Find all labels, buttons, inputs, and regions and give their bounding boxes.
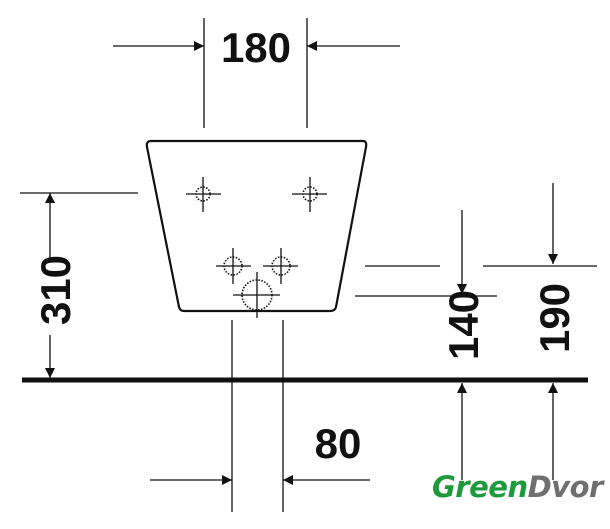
dimension-80: 80 [315, 420, 362, 467]
mounting-hole [186, 177, 221, 212]
supply-hole [216, 248, 251, 284]
logo-green: Green [432, 470, 528, 504]
bidet-outline [145, 139, 368, 313]
supply-hole [263, 248, 298, 284]
dimension-140: 140 [440, 290, 487, 360]
greendvor-logo: GreenDvor [432, 470, 603, 504]
logo-gray: Dvor [527, 470, 604, 504]
dimension-310: 310 [32, 255, 79, 325]
drain-hole [233, 272, 280, 318]
mounting-hole [292, 177, 327, 212]
dimension-180: 180 [221, 24, 291, 71]
dimension-190: 190 [531, 283, 578, 353]
